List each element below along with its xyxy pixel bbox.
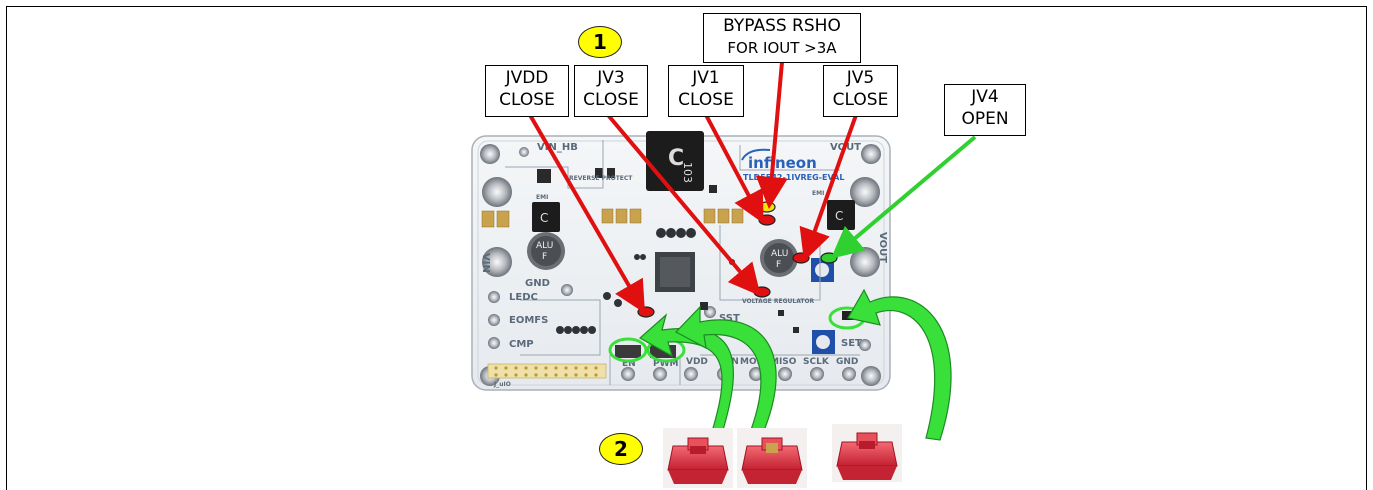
silk-reverse-protect: REVERSE PROTECT [569,175,633,182]
jumper-photo-2 [737,428,807,488]
marker-jv5 [792,252,810,264]
model-text: TLD5542-1IVREG-EVAL [743,173,844,182]
marker-jv4 [820,252,838,264]
pin-pwm: PWM [653,359,679,369]
controller-ic [655,252,695,292]
jumper-photo-3 [832,424,902,482]
silk-set: SET [841,338,862,349]
curved-arrows [638,288,952,441]
pin-vdd: VDD [686,357,708,367]
electrolytic-cap-left: ALU F [527,232,565,270]
green-arrow-jv4 [830,135,977,259]
marker-jvdd [637,306,655,318]
electrolytic-cap-right: ALU F [760,239,798,277]
marker-jv1 [758,214,776,226]
arrow-jvdd [528,113,646,314]
silk-voltage-regulator: VOLTAGE REGULATOR [742,298,815,305]
svg-text:C: C [835,209,843,223]
silk-vin-hb: VIN_HB [537,142,578,153]
silk-sst: SST [719,313,740,324]
arrow-jv1 [704,114,764,224]
en-header [615,345,641,358]
pcb-board: C 103 C C ALU F ALU F [471,131,891,391]
curved-arrow-en [638,313,735,441]
svg-text:F: F [776,260,781,270]
potentiometer-set [812,330,835,354]
jv4-header [842,311,854,320]
arrow-bypass [755,61,788,209]
svg-text:103: 103 [681,162,694,183]
silk-emi-in: EMI [536,194,548,201]
curved-arrow-pwm [675,305,777,441]
svg-text:ALU: ALU [771,249,788,259]
brand-text: infineon [748,154,817,172]
main-inductor: C 103 [646,131,704,191]
emi-inductor-out [827,200,855,230]
uio-pin-header [487,363,607,379]
arrow-jv5 [799,114,858,262]
svg-text:C: C [668,146,684,171]
silk-ledc: LEDC [509,292,538,303]
jumper-photo-1 [663,428,733,488]
red-arrows [528,61,858,314]
pin-en: EN [622,359,636,369]
arrow-jv3 [606,113,761,297]
silk-vin: VIN [480,253,491,273]
step-badge-2: 2 [599,433,643,465]
svg-text:C: C [540,211,548,225]
pin-gnd: GND [836,357,858,367]
standoff-br [861,366,881,386]
infineon-logo: infineon TLD5542-1IVREG-EVAL [741,148,844,182]
pin-mosi: MOSI [740,357,766,367]
highlight-en [608,337,648,363]
svg-text:ALU: ALU [536,241,553,251]
marker-rsho-bypass [758,201,776,213]
curved-arrow-jv4 [847,288,952,441]
potentiometer-vout [811,258,834,282]
silk-gnd: GND [525,278,550,289]
silk-vout-side: VOUT [877,232,888,263]
silk-uio: J_uIO [493,381,511,388]
figure-frame [6,6,1367,490]
standoff-tl [480,144,500,164]
capacitor-row-right [703,208,744,224]
silk-cmp: CMP [509,339,534,350]
step-badge-1: 1 [578,26,622,58]
pin-miso: MISO [770,357,797,367]
standoff-tr [861,144,881,164]
capacitor-row-left [481,208,642,228]
svg-text:F: F [542,252,547,262]
marker-jv3 [753,286,771,298]
silk-eomfs: EOMFS [509,315,548,326]
emi-inductor-in [532,202,560,232]
pin-sclk: SCLK [803,357,830,367]
silk-emi-out: EMI [812,190,824,197]
